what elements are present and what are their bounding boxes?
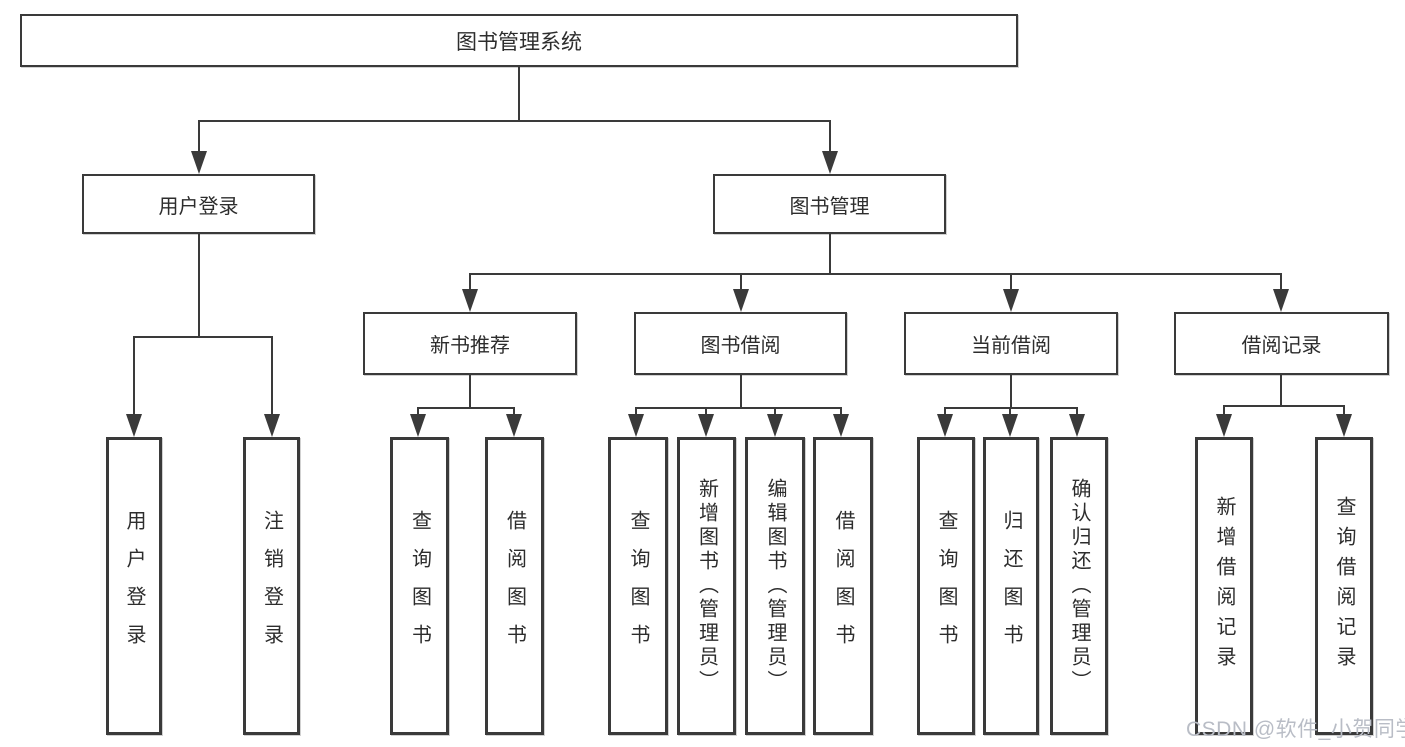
connector-hline bbox=[635, 407, 842, 409]
leaf-user-login: 用户登录 bbox=[106, 437, 162, 735]
node-current-borrow: 当前借阅 bbox=[904, 312, 1118, 375]
leaf-add-borrow-record: 新增借阅记录 bbox=[1195, 437, 1253, 735]
node-label: 查询图书 bbox=[935, 510, 957, 662]
node-label: 用户登录 bbox=[123, 510, 145, 662]
connector-vline bbox=[1009, 407, 1011, 416]
arrowhead-down-icon bbox=[126, 414, 142, 437]
leaf-borrow-book-2: 借阅图书 bbox=[813, 437, 873, 735]
connector-vline bbox=[829, 120, 831, 153]
connector-vline bbox=[774, 407, 776, 416]
node-borrow-records: 借阅记录 bbox=[1174, 312, 1389, 375]
leaf-logout: 注销登录 bbox=[243, 437, 300, 735]
node-label: 编辑图书（管理员） bbox=[764, 478, 786, 694]
node-label: 查询图书 bbox=[408, 510, 431, 662]
arrowhead-down-icon bbox=[264, 414, 280, 437]
connector-vline bbox=[705, 407, 707, 416]
connector-hline bbox=[418, 407, 515, 409]
connector-vline bbox=[469, 273, 471, 291]
connector-vline bbox=[1280, 375, 1282, 405]
arrowhead-down-icon bbox=[767, 414, 783, 437]
leaf-confirm-return-admin: 确认归还（管理员） bbox=[1050, 437, 1108, 735]
connector-vline bbox=[829, 234, 831, 273]
leaf-query-book-1: 查询图书 bbox=[390, 437, 449, 735]
arrowhead-down-icon bbox=[410, 414, 426, 437]
arrowhead-down-icon bbox=[733, 289, 749, 312]
node-label: 图书管理系统 bbox=[456, 30, 582, 54]
connector-vline bbox=[198, 120, 200, 153]
node-label: 借阅图书 bbox=[503, 510, 526, 662]
node-label: 当前借阅 bbox=[971, 335, 1051, 357]
node-new-book-recommend: 新书推荐 bbox=[363, 312, 577, 375]
connector-hline bbox=[198, 120, 831, 122]
node-label: 图书管理 bbox=[789, 195, 870, 218]
node-label: 确认归还（管理员） bbox=[1068, 478, 1090, 694]
node-label: 新增图书（管理员） bbox=[695, 478, 718, 694]
node-label: 新书推荐 bbox=[430, 335, 510, 357]
arrowhead-down-icon bbox=[1336, 414, 1352, 437]
connector-vline bbox=[840, 407, 842, 416]
node-label: 注销登录 bbox=[260, 510, 283, 662]
connector-vline bbox=[1280, 273, 1282, 291]
leaf-query-book-3: 查询图书 bbox=[917, 437, 975, 735]
node-user-login-branch: 用户登录 bbox=[82, 174, 315, 234]
connector-vline bbox=[740, 273, 742, 291]
node-label: 用户登录 bbox=[158, 195, 239, 218]
arrowhead-down-icon bbox=[462, 289, 478, 312]
connector-vline bbox=[417, 407, 419, 416]
arrowhead-down-icon bbox=[1216, 414, 1232, 437]
connector-vline bbox=[469, 375, 471, 407]
arrowhead-down-icon bbox=[1069, 414, 1085, 437]
arrowhead-down-icon bbox=[506, 414, 522, 437]
connector-vline bbox=[513, 407, 515, 416]
node-library-system: 图书管理系统 bbox=[20, 14, 1018, 67]
connector-vline bbox=[635, 407, 637, 416]
arrowhead-down-icon bbox=[822, 151, 838, 174]
connector-vline bbox=[518, 67, 520, 120]
connector-vline bbox=[944, 407, 946, 416]
connector-vline bbox=[1343, 405, 1345, 416]
leaf-borrow-book-1: 借阅图书 bbox=[485, 437, 544, 735]
node-book-borrow: 图书借阅 bbox=[634, 312, 847, 375]
connector-vline bbox=[198, 234, 200, 336]
connector-vline bbox=[271, 336, 273, 416]
node-label: 借阅图书 bbox=[832, 510, 854, 662]
connector-vline bbox=[1076, 407, 1078, 416]
arrowhead-down-icon bbox=[833, 414, 849, 437]
node-label: 新增借阅记录 bbox=[1213, 496, 1235, 676]
leaf-return-book: 归还图书 bbox=[983, 437, 1039, 735]
connector-vline bbox=[1010, 375, 1012, 407]
arrowhead-down-icon bbox=[698, 414, 714, 437]
leaf-add-book-admin: 新增图书（管理员） bbox=[677, 437, 736, 735]
arrowhead-down-icon bbox=[1002, 414, 1018, 437]
node-label: 查询借阅记录 bbox=[1333, 496, 1355, 676]
arrowhead-down-icon bbox=[1003, 289, 1019, 312]
node-label: 归还图书 bbox=[1000, 510, 1022, 662]
connector-hline bbox=[469, 273, 1282, 275]
arrowhead-down-icon bbox=[628, 414, 644, 437]
node-label: 图书借阅 bbox=[700, 335, 781, 357]
leaf-query-book-2: 查询图书 bbox=[608, 437, 668, 735]
connector-vline bbox=[740, 375, 742, 407]
node-label: 查询图书 bbox=[627, 510, 649, 662]
leaf-edit-book-admin: 编辑图书（管理员） bbox=[745, 437, 805, 735]
connector-hline bbox=[944, 407, 1078, 409]
connector-hline bbox=[1223, 405, 1345, 407]
arrowhead-down-icon bbox=[1273, 289, 1289, 312]
connector-vline bbox=[133, 336, 135, 416]
node-label: 借阅记录 bbox=[1241, 335, 1322, 357]
connector-hline bbox=[133, 336, 273, 338]
leaf-query-borrow-record: 查询借阅记录 bbox=[1315, 437, 1373, 735]
connector-vline bbox=[1010, 273, 1012, 291]
csdn-watermark: CSDN @软件_小贺同学 bbox=[1186, 718, 1405, 741]
arrowhead-down-icon bbox=[937, 414, 953, 437]
node-book-management: 图书管理 bbox=[713, 174, 946, 234]
arrowhead-down-icon bbox=[191, 151, 207, 174]
connector-vline bbox=[1223, 405, 1225, 416]
